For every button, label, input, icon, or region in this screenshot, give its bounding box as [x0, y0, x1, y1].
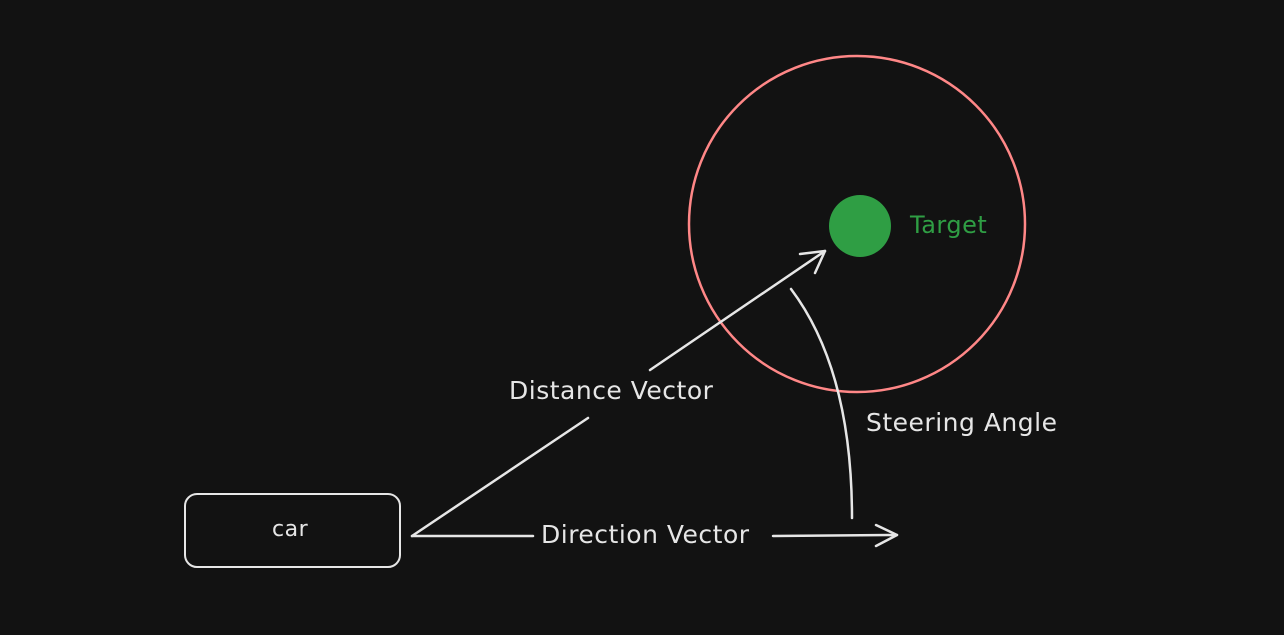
distance-vector-line-upper: [648, 249, 827, 372]
distance-vector-arrowhead: [798, 249, 827, 275]
direction-vector-arrowhead: [874, 523, 899, 548]
direction-vector-line-right: [771, 533, 899, 538]
target-label: Target: [910, 211, 988, 239]
steering-angle-arc: [789, 287, 854, 520]
direction-vector-label: Direction Vector: [541, 520, 750, 549]
target-radius-circle: [687, 54, 1027, 394]
steering-angle-label: Steering Angle: [866, 408, 1058, 437]
car-box: [184, 493, 401, 568]
distance-vector-label: Distance Vector: [509, 376, 714, 405]
target-dot: [829, 195, 891, 257]
distance-vector-line: [410, 416, 590, 538]
car-label: car: [272, 517, 309, 542]
